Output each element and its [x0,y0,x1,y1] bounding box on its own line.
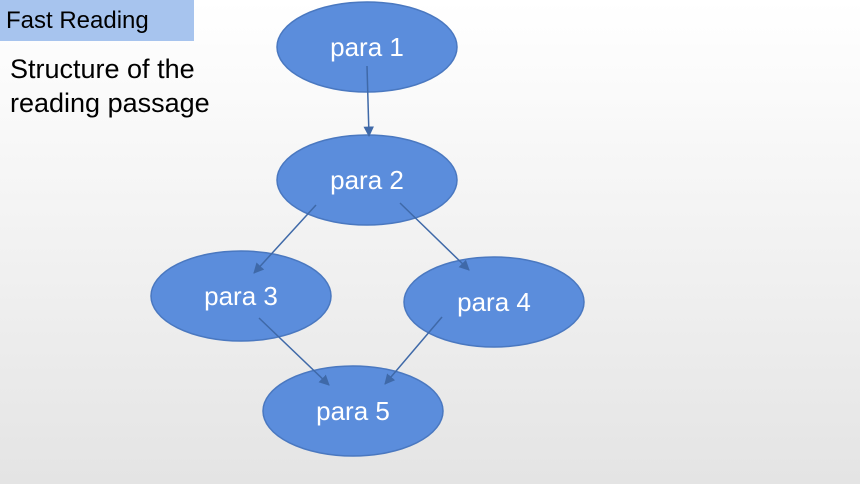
arrow-para2-to-para3 [253,204,317,274]
node-label-para-5: para 5 [316,396,390,426]
node-para-1: para 1 [276,1,458,93]
arrow-para3-to-para5 [258,317,330,386]
node-label-para-2: para 2 [330,165,404,195]
node-label-para-3: para 3 [204,281,278,311]
section-tag: Fast Reading [0,0,194,41]
subtitle-line-2: reading passage [10,88,210,118]
arrow-para1-to-para2 [363,65,374,138]
diagram-subtitle: Structure of the reading passage [10,52,250,120]
arrow-para4-to-para5 [384,316,443,385]
node-label-para-4: para 4 [457,287,531,317]
node-para-2: para 2 [276,134,458,226]
node-para-3: para 3 [150,250,332,342]
node-label-para-1: para 1 [330,32,404,62]
arrow-para2-to-para4 [399,202,470,271]
subtitle-line-1: Structure of the [10,54,195,84]
node-para-5: para 5 [262,365,444,457]
node-para-4: para 4 [403,256,585,348]
